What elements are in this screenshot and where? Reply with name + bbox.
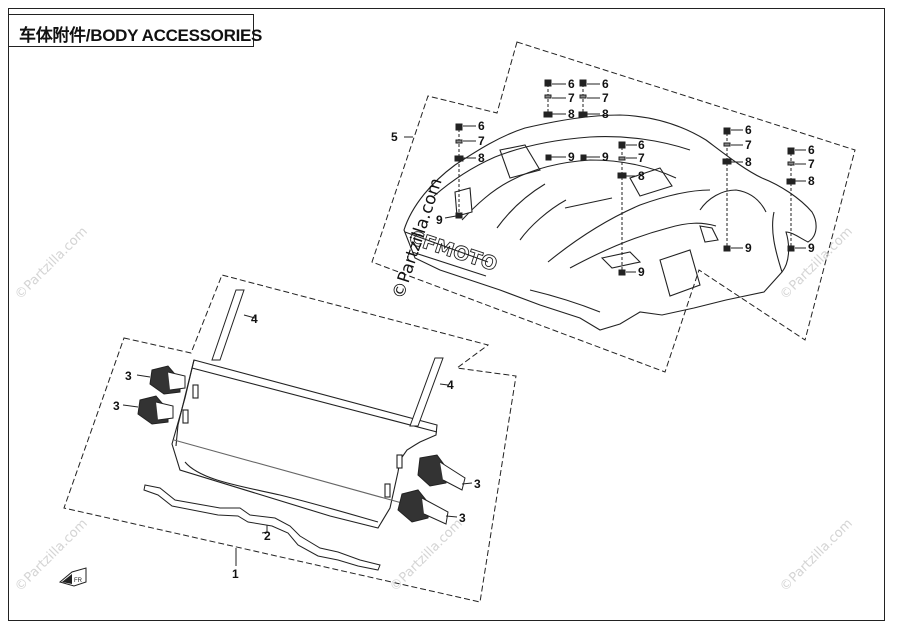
label-part-8-d: 8	[638, 169, 645, 183]
label-part-8-e: 8	[745, 155, 752, 169]
front-fender-group-boundary	[371, 41, 856, 373]
label-part-3-a: 3	[125, 369, 132, 383]
label-part-8-c: 8	[478, 151, 485, 165]
clamp-upper-left	[136, 365, 186, 395]
diagram-frame	[8, 8, 885, 621]
fastener-stack-b	[578, 79, 588, 118]
label-part-6-a: 6	[568, 77, 575, 91]
label-part-8-a: 8	[568, 107, 575, 121]
fastener-stack-c	[454, 123, 464, 219]
label-part-9-e: 9	[745, 241, 752, 255]
label-part-3-d: 3	[459, 511, 466, 525]
label-part-4-a: 4	[251, 312, 258, 326]
label-part-2: 2	[264, 529, 271, 543]
clamp-lower-right	[397, 489, 458, 525]
watermark-3: ©Partzilla.com	[777, 224, 856, 303]
front-direction-arrow-icon: FR	[58, 567, 87, 587]
label-part-6-e: 6	[745, 123, 752, 137]
fastener-stack-a	[543, 79, 553, 118]
label-part-7-d: 7	[638, 151, 645, 165]
part-labels: 1 2 3 3 3 3 4 4 5 6 7 8 6 7 8 6 7 8 6 7 …	[113, 77, 815, 581]
windshield-group-boundary	[63, 274, 517, 603]
label-part-4-b: 4	[447, 378, 454, 392]
windshield	[171, 359, 438, 529]
label-part-7-f: 7	[808, 157, 815, 171]
diagram-title: 车体附件/BODY ACCESSORIES	[19, 26, 263, 45]
title-box: 车体附件/BODY ACCESSORIES	[8, 14, 262, 47]
seal-strip-right	[409, 357, 449, 427]
label-part-6-c: 6	[478, 119, 485, 133]
label-part-7-a: 7	[568, 91, 575, 105]
watermark-2: ©Partzilla.com	[387, 516, 466, 595]
windshield-bracket	[143, 484, 381, 571]
label-part-7-b: 7	[602, 91, 609, 105]
label-part-1: 1	[232, 567, 239, 581]
fastener-stack-e	[722, 127, 732, 252]
seal-strip-left	[211, 289, 256, 361]
fastener-stack-f	[786, 147, 796, 252]
leader-lines	[235, 83, 806, 566]
clamp-lower-left	[122, 395, 174, 425]
label-part-3-c: 3	[474, 477, 481, 491]
watermark-1: ©Partzilla.com	[12, 224, 91, 303]
label-part-6-b: 6	[602, 77, 609, 91]
label-part-9-c: 9	[436, 213, 443, 227]
label-part-3-b: 3	[113, 399, 120, 413]
label-part-9-f: 9	[808, 241, 815, 255]
watermark-5: ©Partzilla.com	[777, 516, 856, 595]
label-part-9-b: 9	[602, 150, 609, 164]
front-fender	[403, 114, 817, 331]
label-part-6-d: 6	[638, 138, 645, 152]
svg-text:FR: FR	[74, 578, 83, 584]
label-part-7-e: 7	[745, 138, 752, 152]
label-part-5: 5	[391, 130, 398, 144]
label-part-6-f: 6	[808, 143, 815, 157]
label-part-9-d: 9	[638, 265, 645, 279]
label-part-8-b: 8	[602, 107, 609, 121]
label-part-9-a: 9	[568, 150, 575, 164]
clamp-upper-right	[417, 454, 473, 491]
label-part-7-c: 7	[478, 134, 485, 148]
label-part-8-f: 8	[808, 174, 815, 188]
